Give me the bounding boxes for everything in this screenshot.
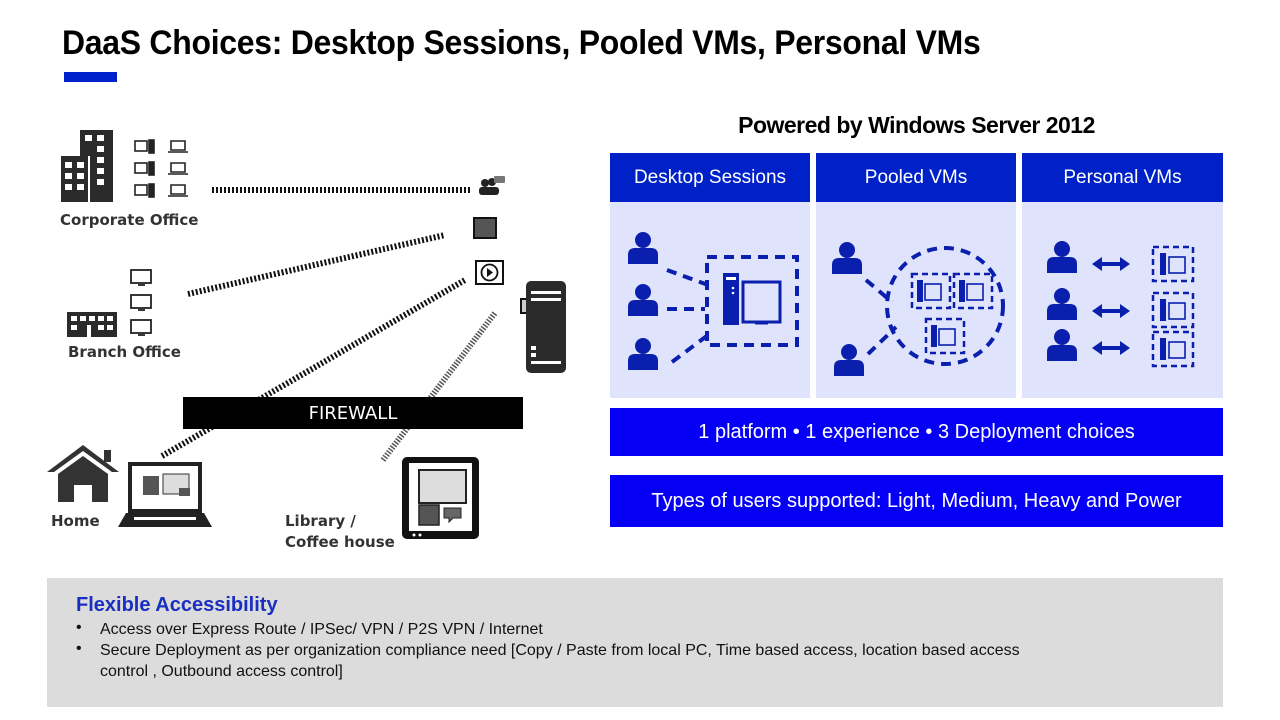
user-icon — [1047, 329, 1077, 361]
column-header-pooled-vms: Pooled VMs — [816, 153, 1016, 202]
network-diagram — [47, 130, 566, 539]
column-header-personal-vms: Personal VMs — [1022, 153, 1223, 202]
column-body-personal-vms — [1022, 202, 1223, 398]
branch-building-icon — [67, 312, 117, 337]
user-icon — [628, 232, 658, 264]
personal-vms-illustration — [1047, 241, 1195, 368]
column-header-desktop-sessions: Desktop Sessions — [610, 153, 810, 202]
image-icon — [473, 217, 497, 239]
server-monitor-icon — [723, 273, 782, 325]
column-body-pooled-vms — [816, 202, 1016, 398]
desktop-sessions-illustration — [628, 232, 799, 370]
title-accent-bar — [64, 72, 117, 82]
vm-icon — [931, 325, 956, 347]
bullet-glyph: • — [76, 619, 82, 636]
location-label-corporate: Corporate Office — [60, 211, 199, 229]
location-label-home: Home — [51, 512, 100, 530]
user-icon — [628, 338, 658, 370]
corporate-devices-icon — [134, 139, 188, 198]
laptop-icon — [118, 462, 212, 527]
bullet-text: Secure Deployment as per organization co… — [100, 642, 1020, 680]
vm-icon — [1160, 299, 1186, 321]
user-icon — [1047, 241, 1077, 273]
user-icon — [628, 284, 658, 316]
user-icon — [1047, 288, 1077, 320]
user-types-banner: Types of users supported: Light, Medium,… — [610, 475, 1223, 527]
location-label-library: Library / — [285, 512, 356, 530]
location-label-coffee-house: Coffee house — [285, 533, 395, 551]
vm-icon — [917, 280, 942, 302]
powered-by-title: Powered by Windows Server 2012 — [738, 112, 1095, 138]
slide-title: DaaS Choices: Desktop Sessions, Pooled V… — [62, 24, 981, 62]
accessibility-panel — [47, 578, 1223, 707]
office-buildings-icon — [61, 130, 113, 202]
bullet-text: Access over Express Route / IPSec/ VPN /… — [100, 621, 543, 638]
column-body-desktop-sessions — [610, 202, 810, 398]
server-tower-icon — [526, 281, 566, 373]
tablet-icon — [402, 457, 479, 539]
platform-banner: 1 platform • 1 experience • 3 Deployment… — [610, 408, 1223, 456]
accessibility-heading: Flexible Accessibility — [76, 594, 278, 616]
vm-icon — [1160, 253, 1186, 275]
location-label-branch: Branch Office — [68, 343, 181, 361]
pooled-vms-illustration — [832, 242, 1005, 376]
vm-icon — [959, 280, 984, 302]
firewall-bar: FIREWALL — [183, 397, 523, 429]
bidirectional-arrow-icons — [1092, 257, 1130, 355]
connection-library — [380, 311, 498, 462]
house-icon — [47, 445, 119, 502]
branch-monitors-icon — [130, 269, 152, 336]
accessibility-bullet: • Access over Express Route / IPSec/ VPN… — [76, 619, 1020, 640]
bullet-glyph: • — [76, 640, 82, 657]
video-play-icon — [475, 260, 504, 285]
user-icon — [832, 242, 862, 274]
vm-icon — [1160, 338, 1186, 360]
user-icon — [834, 344, 864, 376]
accessibility-bullet: • Secure Deployment as per organization … — [76, 640, 1020, 682]
users-chat-icon — [479, 176, 505, 195]
connection-branch — [187, 232, 446, 297]
connection-home — [160, 277, 467, 459]
